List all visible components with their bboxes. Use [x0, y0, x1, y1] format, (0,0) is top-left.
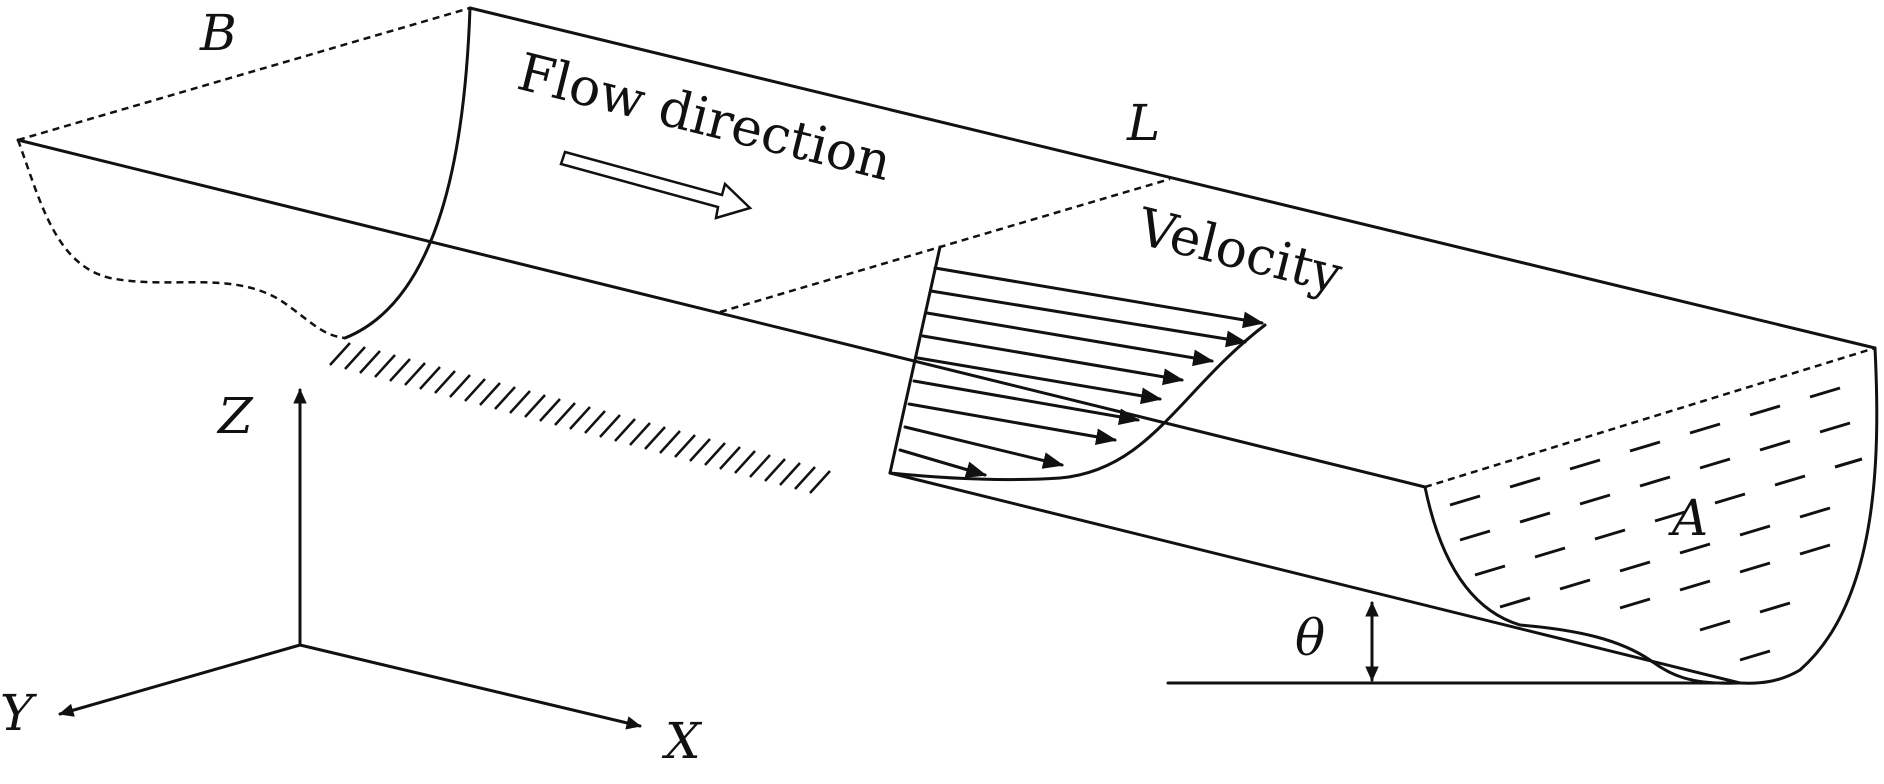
velocity-profile [888, 245, 1267, 482]
coordinate-axes [58, 388, 642, 730]
velocity-arrow [916, 356, 1163, 405]
middle-section-top [719, 177, 1171, 314]
velocity-arrow [903, 425, 1065, 469]
velocity-arrow [925, 311, 1215, 367]
channel-top-edge-far [468, 6, 1877, 350]
velocity-arrow [907, 402, 1118, 446]
water-dashes [1449, 386, 1863, 662]
label-x: X [661, 712, 703, 770]
velocity-arrow [898, 448, 988, 478]
velocity-profile-base [888, 245, 942, 475]
velocity-arrow [933, 266, 1265, 329]
flow-direction-arrow [559, 150, 753, 220]
channel-bottom-edge [888, 471, 1742, 685]
downstream-section-top [1424, 346, 1876, 489]
velocity-profile-curve [888, 323, 1267, 482]
label-theta: θ [1295, 609, 1325, 667]
label-b: B [199, 4, 237, 62]
upstream-section-top [17, 6, 471, 142]
downstream-section-wall-far [1738, 346, 1879, 685]
ground-hatching [329, 342, 831, 494]
upstream-section-wall [343, 6, 472, 340]
label-z: Z [216, 387, 254, 445]
downstream-section-wall-near [1423, 485, 1742, 685]
velocity-arrow [921, 334, 1185, 386]
y-axis [58, 643, 302, 717]
channel-top-edge-near [16, 138, 1427, 489]
label-a: A [1668, 489, 1708, 547]
downstream-section [1423, 346, 1879, 685]
upstream-section-bed [16, 139, 346, 340]
label-y: Y [0, 684, 37, 742]
velocity-arrow [912, 379, 1141, 426]
x-axis [298, 643, 642, 730]
label-l: L [1126, 94, 1160, 152]
velocity-arrow [929, 289, 1248, 348]
